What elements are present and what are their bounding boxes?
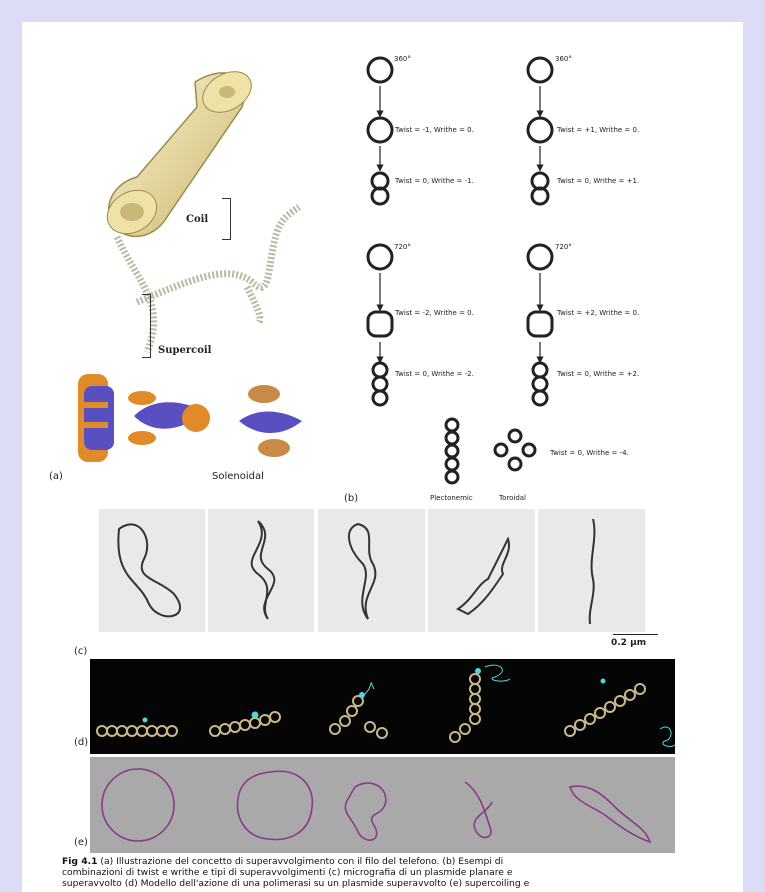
coil-label: Coil bbox=[186, 214, 208, 225]
twist-writhe-right-1: Twist = +1, Writhe = 0. bbox=[557, 126, 639, 134]
solenoidal-illustration bbox=[74, 366, 309, 471]
plasmid-model-1 bbox=[97, 726, 177, 736]
panel-label-c: (c) bbox=[74, 646, 87, 657]
twist-writhe-left-2: Twist = 0, Writhe = -1. bbox=[395, 177, 474, 185]
micrograph-5 bbox=[538, 509, 645, 632]
coil-bracket bbox=[222, 198, 231, 240]
ring-left-1 bbox=[368, 58, 392, 82]
panel-label-b: (b) bbox=[344, 493, 358, 504]
plasmid-model-3 bbox=[330, 696, 387, 738]
supercoiling-panel bbox=[90, 757, 675, 853]
nucleosome-model-2 bbox=[239, 385, 302, 457]
rotation-720-left: 720° bbox=[394, 243, 411, 251]
twist-writhe-right-3: Twist = +2, Writhe = 0. bbox=[557, 309, 639, 317]
twist-writhe-bottom: Twist = 0, Writhe = -4. bbox=[550, 449, 629, 457]
panel-label-a: (a) bbox=[49, 471, 63, 482]
caption-line-1: (a) Illustrazione del concetto di supera… bbox=[100, 856, 503, 867]
toroidal-label: Toroidal bbox=[499, 494, 526, 502]
chromatin-stack bbox=[78, 374, 114, 462]
polymerase-model-panel bbox=[90, 659, 675, 754]
plasmid-model-4 bbox=[450, 674, 480, 742]
micrograph-2 bbox=[208, 509, 314, 632]
caption-line-3: superavvolto (d) Modello dell'azione di … bbox=[62, 878, 712, 889]
ring-left-2 bbox=[368, 118, 392, 142]
twist-writhe-left-4: Twist = 0, Writhe = -2. bbox=[395, 370, 474, 378]
rotation-720-right: 720° bbox=[555, 243, 572, 251]
rotation-360-right: 360° bbox=[555, 55, 572, 63]
polymerase-markers bbox=[143, 668, 606, 723]
supercoil-shape-2 bbox=[237, 771, 312, 839]
twist-writhe-diagram bbox=[357, 50, 717, 490]
micrograph-3 bbox=[318, 509, 425, 632]
nucleosome-model-1 bbox=[128, 391, 210, 445]
figure-page: Coil Supercoil (a) Solenoidal bbox=[22, 22, 743, 892]
plasmid-model-2 bbox=[210, 712, 280, 736]
caption-line-2: combinazioni di twist e writhe e tipi di… bbox=[62, 867, 712, 878]
telephone-illustration bbox=[77, 52, 307, 367]
supercoil-shape-3 bbox=[345, 783, 385, 840]
micrograph-1 bbox=[99, 509, 205, 632]
rotation-360-left: 360° bbox=[394, 55, 411, 63]
scale-bar-label: 0.2 μm bbox=[611, 638, 646, 648]
supercoil-label: Supercoil bbox=[158, 345, 211, 356]
micrograph-4 bbox=[428, 509, 535, 632]
plasmid-model-5 bbox=[565, 684, 645, 736]
supercoil-shape-5 bbox=[570, 786, 650, 842]
twist-writhe-right-2: Twist = 0, Writhe = +1. bbox=[557, 177, 639, 185]
figure-number: Fig 4.1 bbox=[62, 856, 97, 867]
twist-writhe-right-4: Twist = 0, Writhe = +2. bbox=[557, 370, 639, 378]
plectonemic-label: Plectonemic bbox=[430, 494, 473, 502]
twist-writhe-left-3: Twist = -2, Writhe = 0. bbox=[395, 309, 474, 317]
supercoil-shape-1 bbox=[102, 769, 174, 841]
panel-label-d: (d) bbox=[74, 737, 88, 748]
supercoil-shape-4 bbox=[465, 782, 492, 837]
figure-caption: Fig 4.1 (a) Illustrazione del concetto d… bbox=[62, 856, 712, 889]
scale-bar bbox=[613, 634, 658, 635]
solenoidal-label: Solenoidal bbox=[212, 471, 264, 482]
panel-label-e: (e) bbox=[74, 837, 88, 848]
twist-writhe-left-1: Twist = -1, Writhe = 0. bbox=[395, 126, 474, 134]
supercoil-bracket bbox=[142, 294, 151, 358]
